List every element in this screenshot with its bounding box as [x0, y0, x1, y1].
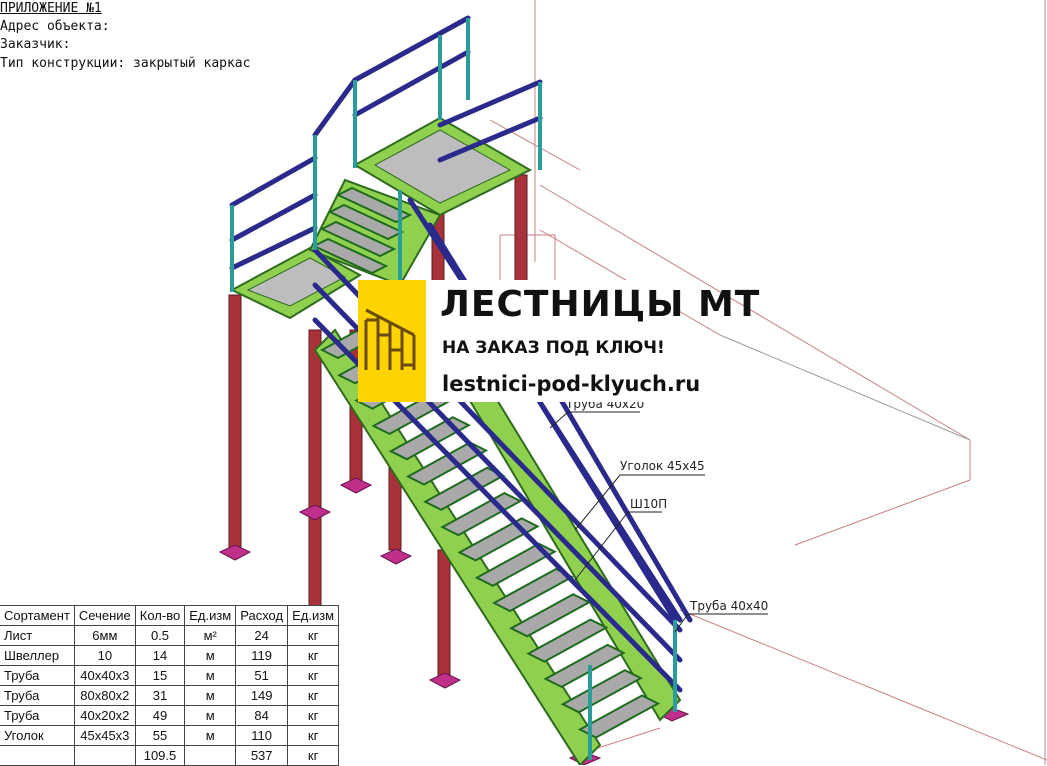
table-cell: 537	[235, 745, 289, 766]
header-cell: Расход	[235, 605, 289, 626]
table-cell: 40х40х3	[73, 665, 136, 686]
table-cell	[73, 745, 136, 766]
table-cell: кг	[287, 705, 340, 726]
header-cell: Ед.изм	[287, 605, 340, 626]
table-cell: м	[184, 725, 237, 746]
table-cell: 15	[134, 665, 186, 686]
table-cell: 119	[235, 645, 289, 666]
table-cell: 14	[134, 645, 186, 666]
table-cell: 80х80х2	[73, 685, 136, 706]
table-cell: м	[184, 645, 237, 666]
stair-step	[474, 542, 557, 587]
header-cell: Ед.изм	[184, 605, 237, 626]
wall-outline-gray	[719, 0, 1046, 765]
callout-pipe-40x40: Труба 40х40	[690, 599, 769, 613]
callout-channel: Ш10П	[630, 497, 668, 511]
table-cell: 149	[235, 685, 289, 706]
table-cell: 0.5	[134, 625, 186, 646]
table-cell: 45х45х3	[73, 725, 136, 746]
table-cell: кг	[287, 745, 340, 766]
header-cell: Кол-во	[134, 605, 186, 626]
stair-step	[560, 669, 643, 714]
table-cell: Лист	[0, 625, 75, 646]
table-cell: Труба	[0, 685, 75, 706]
object-address: Адрес объекта:	[0, 19, 110, 34]
table-cell: Труба	[0, 665, 75, 686]
table-header-row: Сортамент Сечение Кол-во Ед.изм Расход Е…	[0, 605, 340, 626]
table-cell: кг	[287, 725, 340, 746]
table-cell: 51	[235, 665, 289, 686]
callout-angle-45x45: Уголок 45х45	[620, 459, 705, 473]
table-cell: 40х20х2	[73, 705, 136, 726]
table-cell: 55	[134, 725, 186, 746]
construction-type: Тип конструкции: закрытый каркас	[0, 56, 251, 71]
table-cell: м²	[184, 625, 237, 646]
upper-flight	[308, 178, 442, 287]
table-cell: Швеллер	[0, 645, 75, 666]
material-spec-table: Сортамент Сечение Кол-во Ед.изм Расход Е…	[0, 605, 340, 766]
table-cell: 10	[73, 645, 136, 666]
stairs-logo-icon	[358, 280, 426, 402]
table-cell: м	[184, 705, 237, 726]
stair-step	[509, 593, 592, 638]
table-cell: кг	[287, 645, 340, 666]
table-cell	[184, 745, 237, 766]
table-cell: 49	[134, 705, 186, 726]
table-cell: 24	[235, 625, 289, 646]
table-cell: кг	[287, 625, 340, 646]
callout-leaders	[549, 411, 768, 633]
stair-step	[543, 643, 626, 689]
table-cell: Труба	[0, 705, 75, 726]
table-cell: 110	[235, 725, 289, 746]
table-cell: м	[184, 685, 237, 706]
stair-step	[526, 618, 609, 663]
table-cell	[0, 745, 75, 766]
table-cell: Уголок	[0, 725, 75, 746]
brand-url: lestnici-pod-klyuch.ru	[442, 372, 701, 396]
appendix-title: ПРИЛОЖЕНИЕ №1	[0, 1, 102, 16]
table-cell: кг	[287, 665, 340, 686]
table-cell: 109.5	[134, 745, 186, 766]
table-cell: м	[184, 665, 237, 686]
header-cell: Сортамент	[0, 605, 75, 626]
table-cell: 31	[134, 685, 186, 706]
customer-label: Заказчик:	[0, 37, 71, 52]
brand-title: ЛЕСТНИЦЫ МТ	[440, 284, 761, 325]
stair-step	[440, 491, 523, 537]
table-cell: 84	[235, 705, 289, 726]
table-cell: 6мм	[73, 625, 136, 646]
table-cell: кг	[287, 685, 340, 706]
railing-posts	[230, 18, 677, 760]
header-cell: Сечение	[73, 605, 136, 626]
brand-logo: ЛЕСТНИЦЫ МТ НА ЗАКАЗ ПОД КЛЮЧ! lestnici-…	[358, 280, 759, 402]
brand-subtitle: НА ЗАКАЗ ПОД КЛЮЧ!	[442, 338, 665, 358]
